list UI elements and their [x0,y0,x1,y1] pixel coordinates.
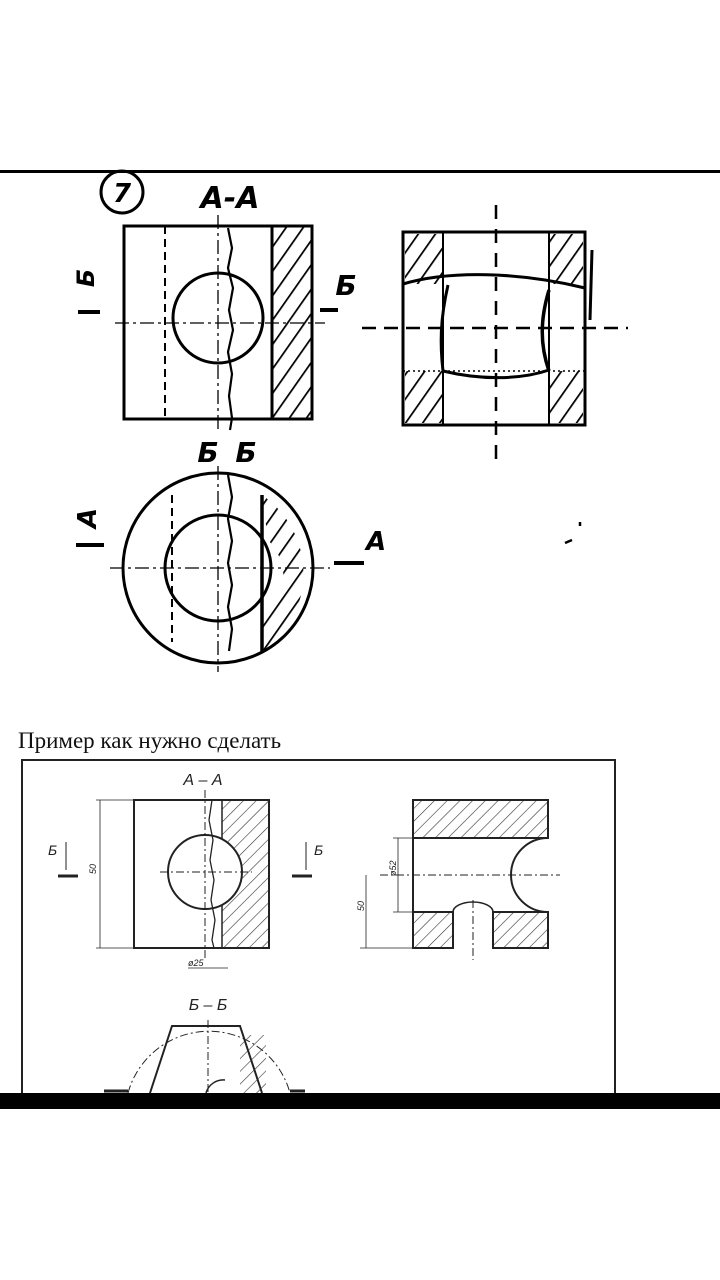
section-title-bb: Б [197,436,218,469]
example-side-section: ø52 50 [356,799,560,960]
arrow-a-left: А [73,508,104,547]
top-divider [0,170,720,173]
stray-marks [564,522,582,545]
arrow-b-left: Б [72,269,100,314]
svg-text:50: 50 [88,864,98,874]
example-section-bb: Б – Б [189,997,228,1014]
svg-text:А: А [73,508,103,530]
example-caption: Пример как нужно сделать [18,728,282,753]
section-title-bb-2: Б [235,436,256,469]
svg-text:ø52: ø52 [388,860,398,876]
example-bottom-view [104,1020,305,1094]
svg-text:Б: Б [72,269,100,287]
example-front-view: 50 ø25 [88,790,270,969]
top-view [110,466,330,672]
svg-text:50: 50 [356,901,366,911]
example-arrow-b-left: Б [48,842,78,878]
svg-text:7: 7 [113,179,132,209]
svg-text:А: А [364,527,386,557]
problem-number: 7 [99,169,145,215]
svg-text:Б: Б [314,842,323,858]
example-arrow-b-right: Б [292,842,323,878]
svg-text:Б: Б [48,842,57,858]
arrow-a-right: А [334,527,386,565]
arrow-b-right: Б [320,269,357,312]
svg-text:ø25: ø25 [188,958,205,968]
example-section-aa: А – А [182,772,222,789]
front-view [115,215,325,431]
bottom-bar [0,1093,720,1109]
svg-text:Б: Б [335,269,356,302]
side-section-sketch [362,205,628,460]
section-title-aa: А-А [199,181,260,216]
